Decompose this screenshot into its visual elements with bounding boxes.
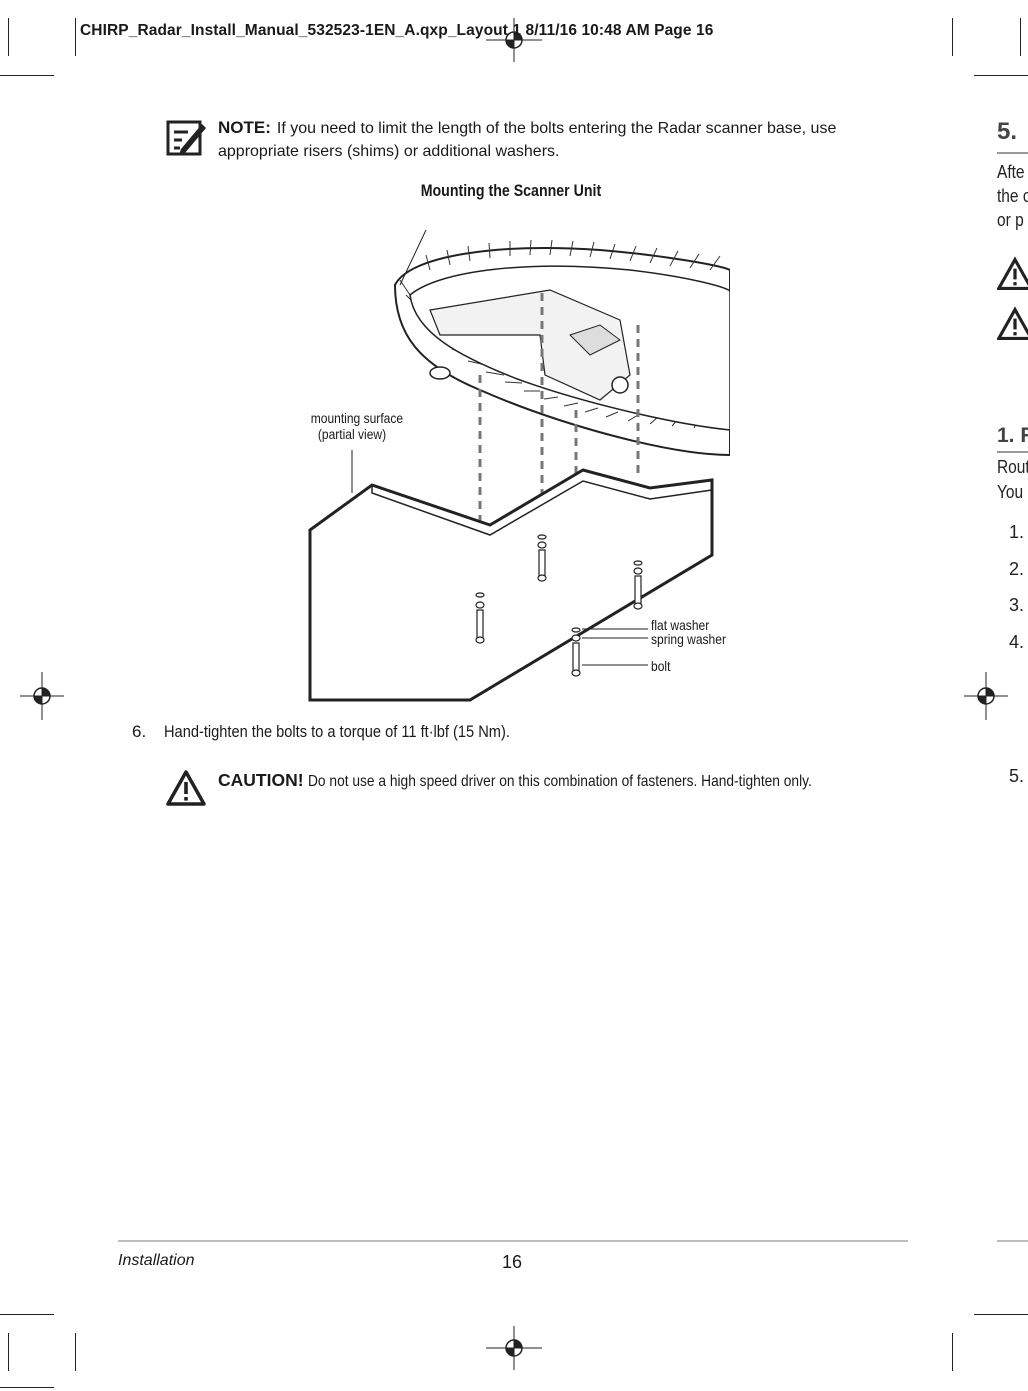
adjacent-heading-rule <box>997 152 1028 154</box>
crop-mark <box>75 1333 76 1371</box>
step-number: 6. <box>132 722 147 741</box>
scanner-mounting-illustration <box>308 229 730 702</box>
adjacent-text-line: the c <box>997 186 1028 206</box>
crop-mark <box>0 75 54 76</box>
registration-mark-icon <box>964 672 1008 720</box>
step-text: Hand-tighten the bolts to a torque of 11… <box>164 722 510 741</box>
adjacent-list-number: 4. <box>1009 632 1025 652</box>
crop-mark <box>974 75 1028 76</box>
adjacent-list-number: 1. <box>1009 522 1025 542</box>
crop-mark <box>0 1314 54 1315</box>
label-mounting-surface-line1: mounting surface <box>310 410 404 426</box>
adjacent-text-line: Rout <box>997 457 1028 477</box>
registration-mark-icon <box>20 672 64 720</box>
adjacent-heading-1: 1. R <box>997 424 1028 447</box>
adjacent-text-line: Afte <box>997 162 1025 182</box>
crop-mark <box>8 1333 9 1371</box>
label-mounting-surface-line2: (partial view) <box>317 426 387 442</box>
registration-mark-icon <box>486 18 542 62</box>
scanner-fins <box>399 239 721 430</box>
label-bolt: bolt <box>651 658 671 674</box>
crop-mark <box>1020 18 1021 56</box>
adjacent-footer-rule <box>997 1240 1028 1242</box>
crop-mark <box>75 18 76 56</box>
bolt-assemblies <box>475 534 643 677</box>
adjacent-heading-5: 5. <box>997 118 1018 145</box>
crop-mark <box>8 18 9 56</box>
label-flat-washer: flat washer <box>651 617 710 633</box>
step-item: 6. Hand-tighten the bolts to a torque of … <box>132 722 566 742</box>
caution-label: CAUTION! <box>218 770 304 790</box>
warning-triangle-icon <box>166 770 206 806</box>
adjacent-list-number: 5. <box>1009 766 1025 786</box>
adjacent-list-number: 3. <box>1009 595 1025 615</box>
warning-triangle-icon <box>997 306 1028 340</box>
label-mounting-surface: mounting surface (partial view) <box>304 410 404 442</box>
adjacent-text-line: or p <box>997 210 1024 230</box>
crop-mark <box>974 1314 1028 1315</box>
note-body: If you need to limit the length of the b… <box>218 120 837 160</box>
print-slug: CHIRP_Radar_Install_Manual_532523-1EN_A.… <box>80 22 714 39</box>
adjacent-text-line: You <box>997 482 1024 502</box>
footer-page-number: 16 <box>502 1252 523 1272</box>
note-pencil-icon <box>166 120 206 156</box>
adjacent-page-sliver: 5. Afte the c or p 1. R Rout You 1. 2. 3… <box>997 0 1028 1391</box>
footer-divider <box>118 1240 908 1242</box>
caution-text-block: CAUTION!Do not use a high speed driver o… <box>218 770 893 791</box>
note-text-block: NOTE:If you need to limit the length of … <box>218 116 908 163</box>
crop-mark <box>952 1333 953 1371</box>
adjacent-heading-rule <box>997 451 1028 453</box>
crop-mark <box>952 18 953 56</box>
crop-mark <box>0 1387 54 1388</box>
label-spring-washer: spring washer <box>651 631 726 647</box>
adjacent-list-number: 2. <box>1009 559 1025 579</box>
note-label: NOTE: <box>218 118 271 137</box>
footer-section-name: Installation <box>118 1252 195 1269</box>
figure-title-text: Mounting the Scanner Unit <box>420 182 602 200</box>
figure-title: Mounting the Scanner Unit <box>0 182 1022 201</box>
registration-mark-icon <box>486 1326 542 1370</box>
warning-triangle-icon <box>997 256 1028 290</box>
caution-body: Do not use a high speed driver on this c… <box>307 773 812 790</box>
